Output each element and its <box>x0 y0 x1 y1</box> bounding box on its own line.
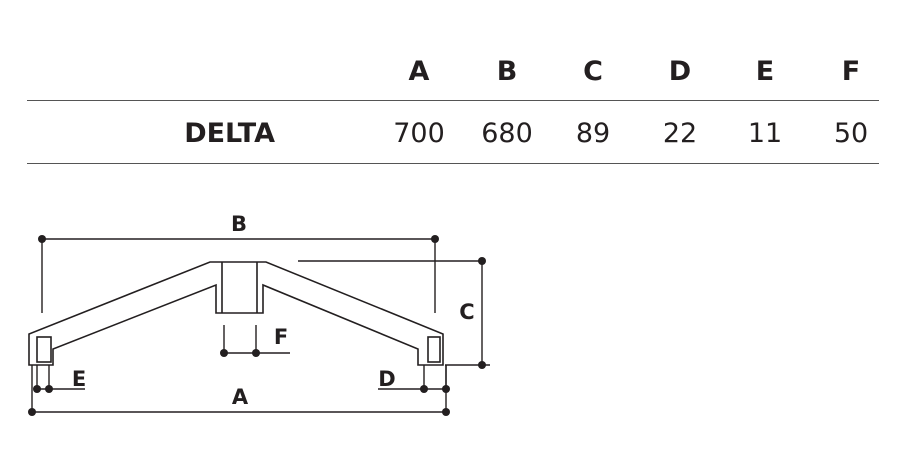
value-a: 700 <box>393 118 445 149</box>
value-e: 11 <box>747 118 783 149</box>
value-f: 50 <box>833 118 869 149</box>
column-header-a: A <box>408 56 430 87</box>
column-header-f: F <box>841 56 861 87</box>
value-c: 89 <box>575 118 611 149</box>
model-name: DELTA <box>184 118 275 149</box>
dim-label-f: F <box>274 325 288 349</box>
dim-label-c: C <box>459 300 474 324</box>
column-header-d: D <box>668 56 692 87</box>
value-d: 22 <box>662 118 698 149</box>
dim-label-b: B <box>231 212 247 236</box>
table-top-rule <box>27 100 879 101</box>
left-foot-slot <box>36 336 52 363</box>
spec-table: A B C D E F DELTA 700 680 89 22 11 50 <box>0 0 906 170</box>
dim-label-a: A <box>232 385 249 409</box>
handle-outline <box>28 261 444 366</box>
dim-label-d: D <box>378 367 395 391</box>
column-header-b: B <box>496 56 518 87</box>
table-bottom-rule <box>27 163 879 164</box>
column-header-e: E <box>755 56 775 87</box>
dimension-endpoints <box>28 235 486 416</box>
center-block-lines <box>221 262 258 313</box>
right-foot-slot <box>427 336 441 363</box>
column-header-c: C <box>583 56 603 87</box>
dim-label-e: E <box>72 367 86 391</box>
value-b: 680 <box>481 118 533 149</box>
